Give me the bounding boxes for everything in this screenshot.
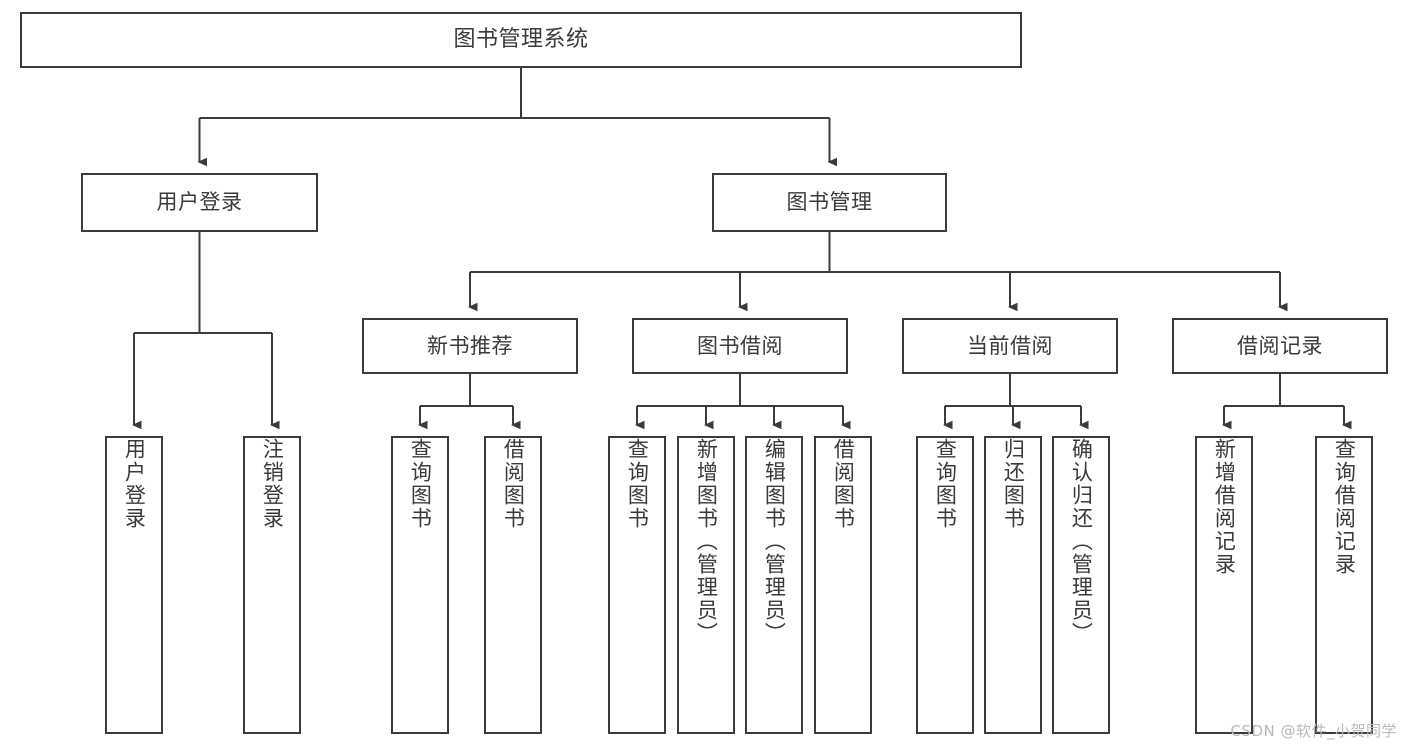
node-label-book-manage: 图书管理 (786, 190, 873, 215)
node-label-leaf-user-login: 用户登录 (122, 438, 147, 530)
node-label-leaf-logout: 注销登录 (260, 438, 285, 530)
node-label-leaf-add-record: 新增借阅记录 (1212, 438, 1237, 576)
node-label-new-book-recommend: 新书推荐 (427, 333, 513, 358)
node-root[interactable]: 图书管理系统 (20, 12, 1022, 68)
node-leaf-borrow-book-2[interactable]: 借阅图书 (814, 436, 872, 734)
node-label-current-borrow: 当前借阅 (967, 333, 1053, 358)
node-leaf-borrow-book-1[interactable]: 借阅图书 (484, 436, 542, 734)
node-label-leaf-query-record: 查询借阅记录 (1332, 438, 1357, 576)
connector-layer (132, 68, 1352, 430)
node-label-leaf-query-book-2: 查询图书 (625, 438, 650, 530)
node-leaf-query-book-2[interactable]: 查询图书 (608, 436, 666, 734)
node-label-leaf-borrow-book-2: 借阅图书 (831, 438, 856, 530)
node-label-leaf-borrow-book-1: 借阅图书 (501, 438, 526, 530)
node-leaf-query-book-1[interactable]: 查询图书 (391, 436, 449, 734)
node-label-leaf-edit-book: 编辑图书（管理员） (762, 438, 787, 645)
node-leaf-logout[interactable]: 注销登录 (243, 436, 301, 734)
node-leaf-confirm-return[interactable]: 确认归还（管理员） (1052, 436, 1110, 734)
node-label-book-borrow: 图书借阅 (697, 333, 783, 358)
node-leaf-add-book[interactable]: 新增图书（管理员） (677, 436, 735, 734)
node-current-borrow[interactable]: 当前借阅 (902, 318, 1118, 374)
node-label-leaf-confirm-return: 确认归还（管理员） (1069, 438, 1094, 645)
node-label-borrow-record: 借阅记录 (1237, 333, 1323, 358)
csdn-watermark: CSDN @软件_小贺同学 (1230, 722, 1397, 740)
node-leaf-query-record[interactable]: 查询借阅记录 (1315, 436, 1373, 734)
node-leaf-return-book[interactable]: 归还图书 (984, 436, 1042, 734)
node-label-root: 图书管理系统 (453, 27, 589, 53)
node-user-login[interactable]: 用户登录 (81, 173, 318, 232)
node-leaf-add-record[interactable]: 新增借阅记录 (1195, 436, 1253, 734)
node-label-leaf-query-book-1: 查询图书 (408, 438, 433, 530)
node-leaf-query-book-3[interactable]: 查询图书 (916, 436, 974, 734)
node-leaf-user-login[interactable]: 用户登录 (105, 436, 163, 734)
node-label-leaf-query-book-3: 查询图书 (933, 438, 958, 530)
node-book-manage[interactable]: 图书管理 (712, 173, 947, 232)
node-borrow-record[interactable]: 借阅记录 (1172, 318, 1388, 374)
node-label-leaf-add-book: 新增图书（管理员） (694, 438, 719, 645)
node-label-leaf-return-book: 归还图书 (1001, 438, 1026, 530)
node-new-book-recommend[interactable]: 新书推荐 (362, 318, 578, 374)
node-label-user-login: 用户登录 (156, 190, 243, 215)
node-leaf-edit-book[interactable]: 编辑图书（管理员） (745, 436, 803, 734)
node-book-borrow[interactable]: 图书借阅 (632, 318, 848, 374)
